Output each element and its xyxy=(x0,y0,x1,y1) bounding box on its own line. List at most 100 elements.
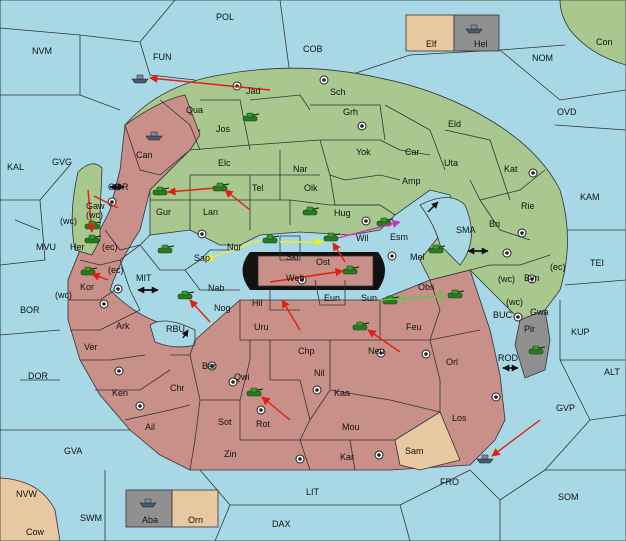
sea-label: DOR xyxy=(28,371,49,381)
province-label: Sot xyxy=(218,417,232,427)
sea-label: ALT xyxy=(604,367,620,377)
province-label: Nog xyxy=(214,303,231,313)
province-label: Grh xyxy=(343,107,358,117)
sea-label: MIT xyxy=(136,273,152,283)
province-labels: Jad Sch Qua Jos Can Grh Eld Elc Nar Yok … xyxy=(70,86,549,462)
province-label: Nab xyxy=(208,283,225,293)
sea-label: GOR xyxy=(108,182,129,192)
province-label: Can xyxy=(136,150,153,160)
coast-label: (wc) xyxy=(86,210,103,220)
province-label: Amp xyxy=(402,176,421,186)
province-label: Ail xyxy=(145,422,155,432)
province-label: Obs xyxy=(418,282,435,292)
coast-label: (ec) xyxy=(108,265,124,275)
province-label: Ark xyxy=(116,321,130,331)
province-label: Byn xyxy=(524,273,540,283)
orders xyxy=(87,74,541,457)
province-label: Zin xyxy=(224,449,237,459)
province-label: Qwi xyxy=(234,372,250,382)
coast-label: (wc) xyxy=(506,297,523,307)
province-label: Los xyxy=(452,413,467,423)
province-label: Chr xyxy=(170,383,185,393)
province-label: Esm xyxy=(390,232,408,242)
sea-label: DAX xyxy=(272,519,291,529)
sea-label: FRO xyxy=(440,477,459,487)
province-label: Elc xyxy=(218,158,231,168)
coast-label: (wc) xyxy=(498,274,515,284)
province-label: Kaa xyxy=(334,388,350,398)
province-label: Web xyxy=(286,273,304,283)
province-label: Sap xyxy=(194,253,210,263)
province-label: Sun xyxy=(361,293,377,303)
province-label: Kor xyxy=(80,282,94,292)
province-label: Gaw xyxy=(86,201,105,211)
sea-label: BOR xyxy=(20,305,40,315)
province-label: Ken xyxy=(112,388,128,398)
coast-labels: (wc) (wc) (ec) (ec) (wc) (wc) (ec) (wc) xyxy=(55,210,566,307)
province-label: Car xyxy=(405,147,420,157)
province-label: Kat xyxy=(504,164,518,174)
province-label: Gur xyxy=(156,207,171,217)
sea-label: LIT xyxy=(306,487,320,497)
province-label: Nil xyxy=(314,368,325,378)
province-label: Qua xyxy=(186,105,203,115)
sea-label: KAL xyxy=(7,162,24,172)
legend-bottom-right-label: Orn xyxy=(188,515,203,525)
province-cow[interactable] xyxy=(0,477,61,541)
province-label: Bar xyxy=(202,361,216,371)
province-label: Pir xyxy=(524,324,535,334)
sma-inlet xyxy=(419,197,472,266)
sea-label: NVW xyxy=(16,489,38,499)
sea-label: OVD xyxy=(557,107,577,117)
sea-label: RBU xyxy=(166,324,185,334)
province-label: Sam xyxy=(405,446,424,456)
province-label: Kar xyxy=(340,452,354,462)
sea-label: MVU xyxy=(36,242,56,252)
sea-label: GVG xyxy=(52,157,72,167)
province-pir[interactable] xyxy=(514,309,551,379)
province-sam[interactable] xyxy=(394,411,461,471)
province-label: Feu xyxy=(406,322,422,332)
coast-label: (wc) xyxy=(55,290,72,300)
province-label: Her xyxy=(70,242,85,252)
sea-label: GVP xyxy=(556,403,575,413)
province-label: Hil xyxy=(252,298,263,308)
coast-label: (ec) xyxy=(102,242,118,252)
sea-label: SWM xyxy=(80,513,102,523)
sea-label: GVA xyxy=(64,446,82,456)
province-label: Jad xyxy=(246,86,261,96)
rbu-inlet xyxy=(149,320,196,348)
coast-label: (ec) xyxy=(550,262,566,272)
province-label: Rot xyxy=(256,419,271,429)
province-label: Gwa xyxy=(530,307,549,317)
sea-labels: POL FUN NVM COB NOM Con OVD KAL GVG GOR … xyxy=(7,12,620,537)
province-borders xyxy=(68,94,551,471)
legend-top: Elf Hel xyxy=(405,14,500,52)
sea-label: NOM xyxy=(532,53,553,63)
sea-label: Cow xyxy=(26,527,45,537)
province-label: Eld xyxy=(448,119,461,129)
province-con[interactable] xyxy=(559,0,626,66)
sea-label: COB xyxy=(303,44,323,54)
province-label: Chp xyxy=(298,346,315,356)
sea-label: ROD xyxy=(498,353,519,363)
province-label: Sch xyxy=(330,87,346,97)
province-label: Neu xyxy=(368,346,385,356)
province-label: Ost xyxy=(316,257,331,267)
province-label: Mel xyxy=(410,252,425,262)
province-label: Wil xyxy=(356,233,369,243)
sea-label: KUP xyxy=(571,327,590,337)
legend-bottom-left-label: Aba xyxy=(142,515,158,525)
province-label: Eun xyxy=(324,293,340,303)
province-label: Jos xyxy=(216,124,231,134)
province-label: Orl xyxy=(446,357,458,367)
province-label: Nor xyxy=(227,242,242,252)
province-label: Olk xyxy=(304,183,318,193)
province-can[interactable] xyxy=(124,94,201,176)
sea-label: FUN xyxy=(153,52,172,62)
sea-label: NVM xyxy=(32,46,52,56)
sea-label: BUC xyxy=(493,310,513,320)
province-label: Ver xyxy=(84,342,98,352)
province-label: Uta xyxy=(444,158,458,168)
